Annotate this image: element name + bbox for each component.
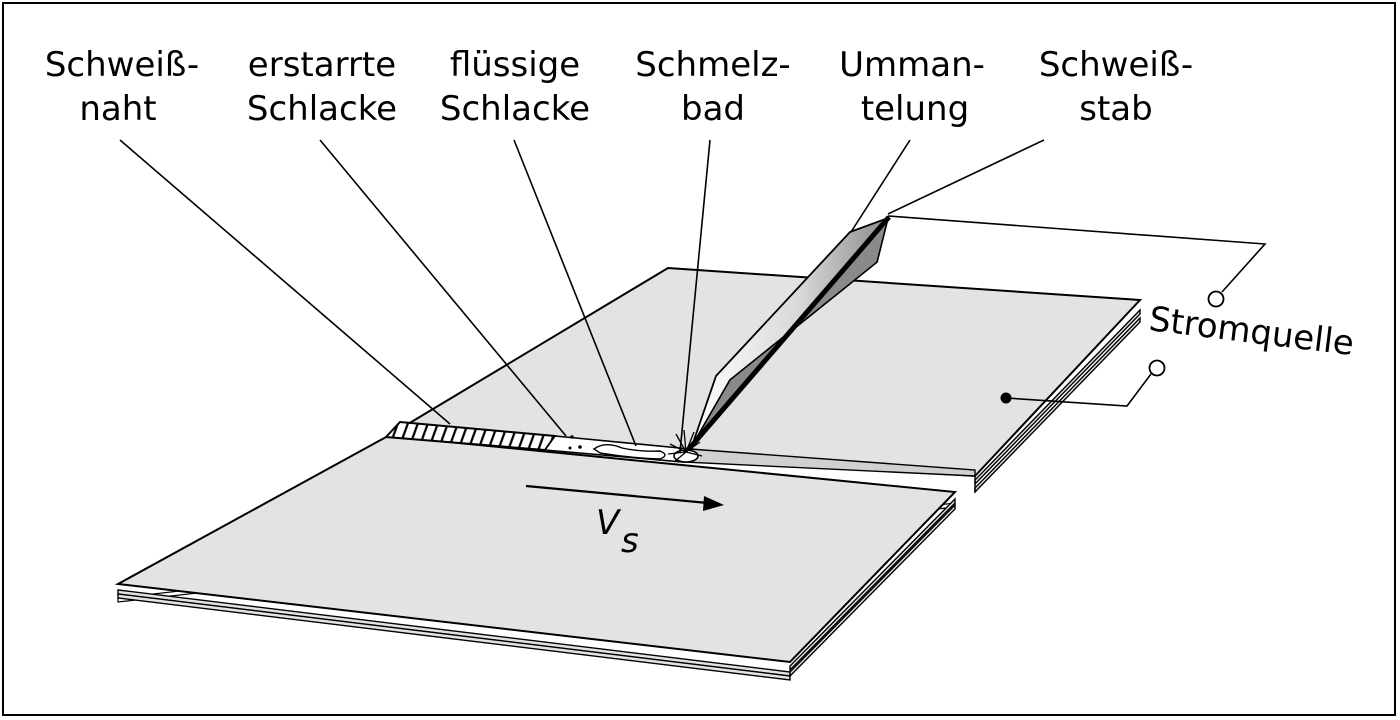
front-plate bbox=[114, 434, 958, 681]
label-schmelzbad-line1: Schmelz- bbox=[635, 45, 790, 85]
label-schweissnaht-line1: Schweiß- bbox=[45, 45, 199, 85]
label-velocity-subscript: s bbox=[621, 521, 639, 561]
current-circuit bbox=[887, 215, 1267, 407]
label-ummantelung-line2: telung bbox=[861, 89, 969, 129]
label-schweissstab-line1: Schweiß- bbox=[1039, 45, 1193, 85]
label-velocity-v: V bbox=[596, 503, 622, 543]
label-erstarrte-line1: erstarrte bbox=[248, 45, 396, 85]
plate-contact-icon bbox=[1000, 392, 1012, 404]
label-stromquelle: Stromquelle bbox=[1147, 299, 1356, 364]
welding-rod bbox=[686, 215, 891, 452]
label-fluessige-line2: Schlacke bbox=[440, 89, 590, 129]
label-erstarrte-line2: Schlacke bbox=[247, 89, 397, 129]
label-schmelzbad-line2: bad bbox=[681, 89, 745, 129]
label-fluessige-line1: flüssige bbox=[450, 45, 580, 85]
label-schweissnaht-line2: naht bbox=[79, 89, 156, 129]
label-schweissstab-line2: stab bbox=[1079, 89, 1152, 129]
terminal-minus-icon bbox=[1148, 359, 1166, 377]
leader-lines bbox=[119, 139, 1045, 453]
velocity-arrow bbox=[525, 484, 724, 511]
label-ummantelung-line1: Umman- bbox=[839, 45, 985, 85]
terminal-plus-icon bbox=[1207, 290, 1225, 308]
